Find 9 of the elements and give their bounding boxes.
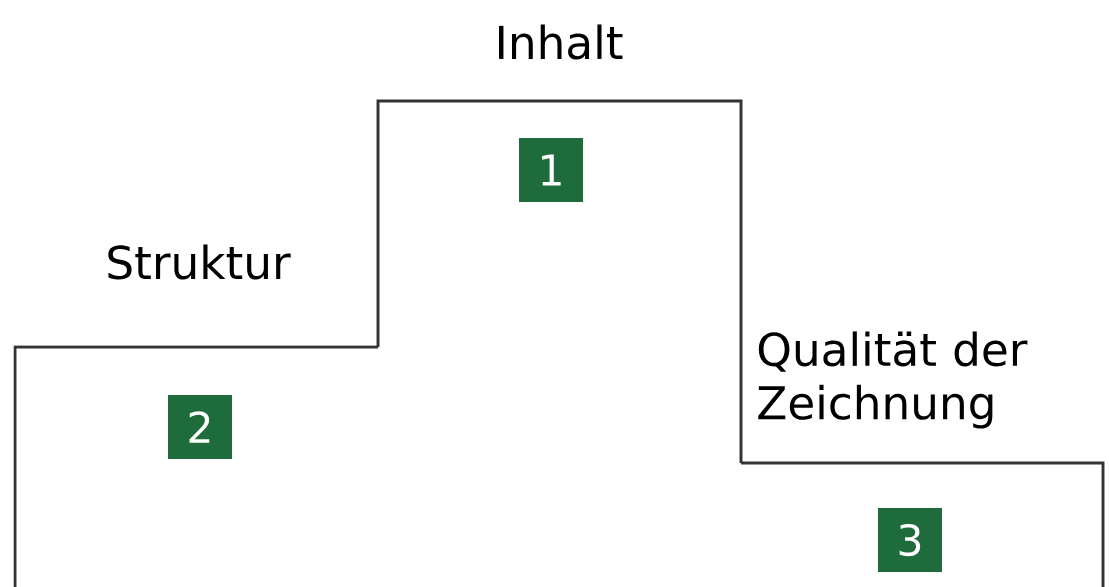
number-badge: 3	[878, 508, 942, 572]
step-label: Inhalt	[498, 24, 623, 60]
number-badge: 2	[168, 395, 232, 459]
step-label: Struktur	[108, 244, 291, 280]
podium-step	[13, 244, 378, 587]
number-badge: 1	[519, 138, 583, 202]
step-label: Qualität der Zeichnung	[758, 331, 1028, 429]
podium-step	[741, 331, 1105, 587]
podium-step	[376, 24, 743, 463]
